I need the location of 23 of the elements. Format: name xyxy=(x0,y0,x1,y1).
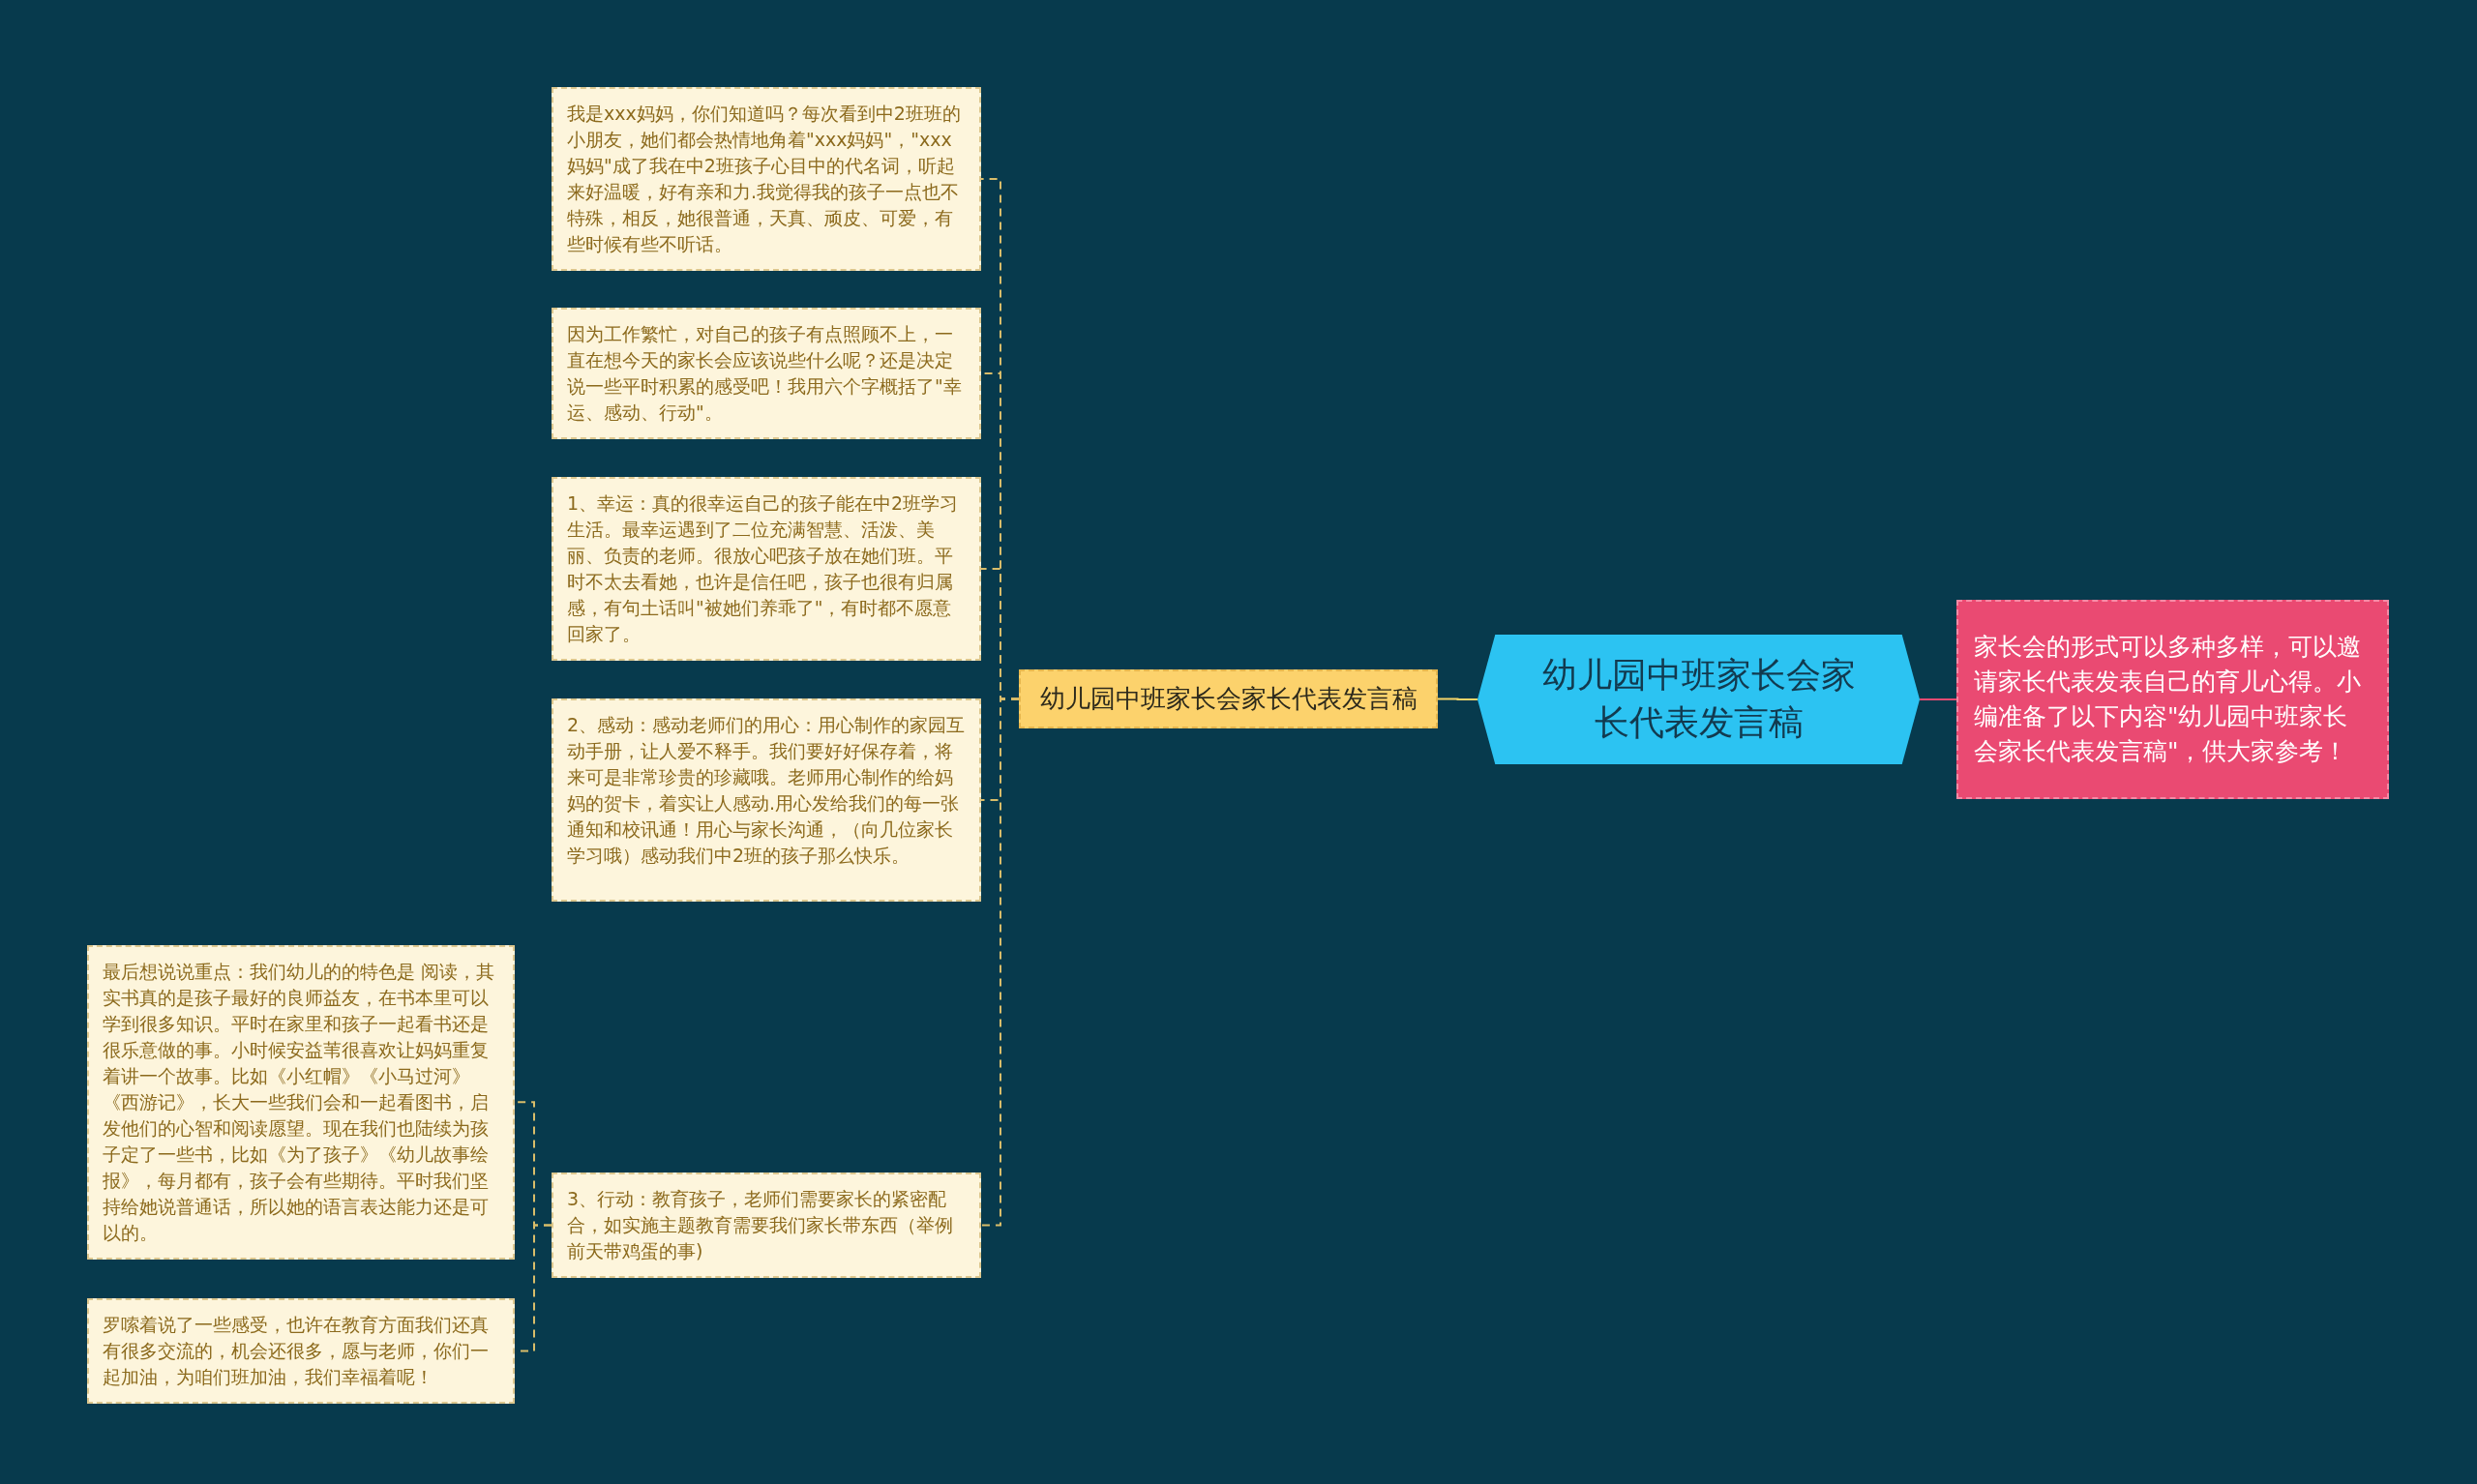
node-text: 罗嗦着说了一些感受，也许在教育方面我们还真有很多交流的，机会还很多，愿与老师，你们一起加油，为咱们班加油，我们幸福着呢！ xyxy=(103,1313,490,1389)
node-text: 1、幸运：真的很幸运自己的孩子能在中2班学习生活。最幸运遇到了二位充满智慧、活泼、美丽、负责的老师。很放心吧孩子放在她们班。平时不太去看她，也许是信任吧，孩子也很有归属感，有句土话叫"被她们养乖了"，有时都不愿意回家了。 xyxy=(567,491,960,646)
summary-note-box xyxy=(1956,600,2389,799)
node-text: 2、感动：感动老师们的用心：用心制作的家园互动手册，让人爱不释手。我们要好好保存着，将来可是非常珍贵的珍藏哦。老师用心制作的给妈妈的贺卡，着实让人感动.用心发给我们的每一张通知和校讯通！用心与家长沟通，（向几位家长学习哦）感动我们中2班的孩子那么快乐。 xyxy=(567,713,966,868)
node-text: 因为工作繁忙，对自己的孩子有点照顾不上，一直在想今天的家长会应该说些什么呢？还是决定说一些平时积累的感受吧！我用六个字概括了"幸运、感动、行动"。 xyxy=(567,322,963,425)
node-text: 我是xxx妈妈，你们知道吗？每次看到中2班班的小朋友，她们都会热情地角着"xxx妈妈"，"xxx妈妈"成了我在中2班孩子心目中的代名词，听起来好温暖，好有亲和力.我觉得我的孩子一点也不特殊，相反，她很普通，天真、顽皮、可爱，有些时候有些不听话。 xyxy=(567,102,962,256)
note-card xyxy=(552,477,981,661)
note-card xyxy=(87,1298,515,1404)
note-card xyxy=(552,87,981,271)
note-card xyxy=(87,945,515,1260)
note-card xyxy=(552,698,981,902)
node-text: 家长会的形式可以多种多样，可以邀请家长代表发表自己的育儿心得。小编准备了以下内容"幼儿园中班家长会家长代表发言稿"，供大家参考！ xyxy=(1974,631,2362,768)
topic-hexagon xyxy=(1477,635,1920,764)
node-text: 幼儿园中班家长会家长代表发言稿 xyxy=(1039,683,1418,715)
note-card xyxy=(552,308,981,439)
connector-line xyxy=(980,697,1020,1227)
branch-label-box xyxy=(1019,669,1438,728)
connector-line xyxy=(1437,697,1478,700)
connector-line xyxy=(1919,698,1957,700)
node-text: 3、行动：教育孩子，老师们需要家长的紧密配合，如实施主题教育需要我们家长带东西（举例前天带鸡蛋的事) xyxy=(567,1187,954,1263)
node-text: 最后想说说重点：我们幼儿的的特色是 阅读，其实书真的是孩子最好的良师益友，在书本里可以学到很多知识。平时在家里和孩子一起看书还是很乐意做的事。小时候安益苇很喜欢让妈妈重复着讲一个故事。比如《小红帽》《小马过河》《西游记》，长大一些我们会和一起看图书，启发他们的心智和阅读愿望。现在我们也陆续为孩子定了一些书，比如《为了孩子》《幼儿故事绘报》，每月都有，孩子会有些期待。平时我们坚持给她说普通话，所以她的语言表达能力还是可以的。 xyxy=(103,960,496,1245)
note-card xyxy=(552,1172,981,1278)
node-text: 幼儿园中班家长会家长代表发言稿 xyxy=(1540,654,1857,744)
